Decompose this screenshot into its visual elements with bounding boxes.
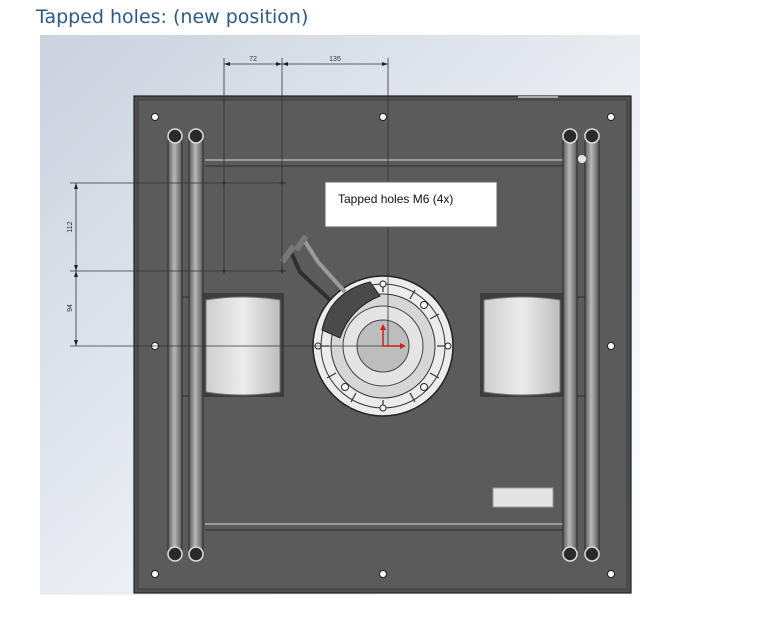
right-rails <box>562 128 600 562</box>
right-window <box>480 293 564 397</box>
label-plate <box>492 487 554 508</box>
dim-label-112: 112 <box>67 221 74 232</box>
hole-markers <box>221 180 285 274</box>
dim-label-72: 72 <box>249 56 257 63</box>
dim-label-94: 94 <box>67 304 74 312</box>
left-window <box>202 293 284 397</box>
dimension-lines <box>70 58 389 347</box>
callout-box: Tapped holes M6 (4x) <box>324 181 498 228</box>
diagram-title: Tapped holes: (new position) <box>36 6 309 28</box>
center-axes <box>380 324 406 349</box>
dimension-arrows <box>74 62 388 346</box>
callout-text: Tapped holes M6 (4x) <box>338 192 453 206</box>
dim-label-135: 135 <box>329 56 341 63</box>
